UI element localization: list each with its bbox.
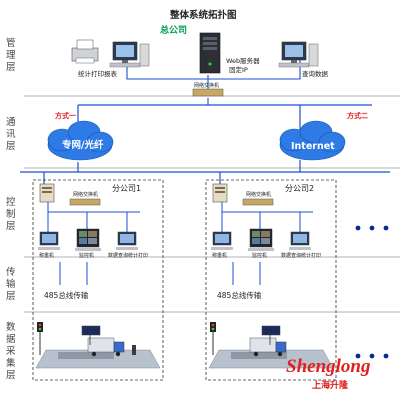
- server-tower-icon: [199, 32, 221, 74]
- hq-print-station: 统计打印报表: [71, 39, 150, 78]
- switch-icon: [192, 88, 224, 97]
- brand-chinese: 上海升隆: [312, 379, 349, 391]
- branch-one-box: [32, 179, 164, 381]
- branch-two-weigh-pc-icon: [211, 231, 233, 250]
- layer-labels: 管 理 层 通讯层 控制层 传输层 数据采集层: [6, 37, 19, 381]
- branch-two-print-label: 数据查询统计打印: [281, 252, 321, 259]
- branch-one: 网络交换机 分公司1 称重机 监控机 数据查询统计打印 485总线传输: [32, 179, 164, 381]
- branch-one-lines: [47, 200, 140, 285]
- more-branches-dots: [355, 225, 389, 359]
- diagram-title: 整体系统拓扑图: [169, 9, 237, 21]
- branch-two-print-pc-icon: [289, 231, 311, 250]
- hq-query-station: 查询数据: [278, 41, 329, 78]
- printer-icon: [71, 39, 99, 64]
- web-server: Web服务器 固定IP: [199, 32, 260, 74]
- layer-transmission-label: 传输层: [6, 266, 16, 302]
- branch-two-server-icon: [212, 183, 228, 203]
- branch-one-name: 分公司1: [112, 184, 141, 193]
- hq-pc-monitor-icon: [109, 41, 150, 68]
- hq-label: 总公司: [160, 24, 187, 36]
- layer-data-collection-label: 数据采集层: [6, 321, 16, 381]
- display-screen-icon: [261, 325, 281, 345]
- branch-one-switch-label: 网络交换机: [73, 191, 98, 198]
- layer-mgmt-c2: 理: [6, 50, 16, 61]
- branch-one-weigh-station: 显示屏: [35, 322, 161, 369]
- branch-one-print-pc-icon: [116, 231, 138, 250]
- branch-one-display-label: 显示屏: [84, 329, 99, 335]
- traffic-light-icon: [210, 322, 216, 355]
- branch-one-monitor-label: 监控机: [79, 252, 94, 259]
- traffic-light-icon: [37, 322, 43, 355]
- private-network-cloud: 专网/光纤: [47, 120, 114, 161]
- branch-two-monitor-label: 监控机: [252, 252, 267, 259]
- branch-two-name: 分公司2: [285, 184, 314, 193]
- cloud-icon: [279, 120, 346, 161]
- branch-two: 网络交换机 分公司2 称重机 监控机 数据查询统计打印 485总线传输: [205, 179, 337, 381]
- branch-two-switch-icon: [242, 198, 274, 206]
- cloud-internet-label: Internet: [291, 141, 335, 152]
- cloud-private-label: 专网/光纤: [62, 139, 104, 151]
- server-label-line2: 固定IP: [229, 65, 248, 74]
- branch-two-weigh-label: 称重机: [212, 252, 227, 259]
- mode-one-label: 方式一: [55, 111, 76, 120]
- branch-two-box: [205, 179, 337, 381]
- cloud-icon: [47, 120, 114, 161]
- layer-control-label: 控制层: [6, 196, 16, 232]
- hq-query-label: 查询数据: [302, 69, 329, 78]
- branch-two-monitor-pc-icon: [248, 228, 274, 251]
- branch-two-switch-label: 网络交换机: [246, 191, 271, 198]
- truck-icon: [249, 337, 287, 357]
- layer-mgmt-c1: 管: [6, 37, 16, 49]
- layer-mgmt-c3: 层: [6, 62, 16, 73]
- brand-latin: Shenglong: [286, 356, 370, 377]
- hq-print-label: 统计打印报表: [78, 69, 118, 78]
- truck-icon: [87, 337, 125, 357]
- backbone-lines: [20, 104, 390, 185]
- hq-switch-label: 网络交换机: [194, 82, 219, 89]
- branch-one-bus-label: 485总线传输: [44, 290, 89, 300]
- branch-one-monitor-pc-icon: [75, 228, 101, 251]
- branch-two-bus-label: 485总线传输: [217, 290, 262, 300]
- branch-one-switch-icon: [69, 198, 101, 206]
- query-pc-icon: [278, 41, 319, 68]
- shenglong-logo: Shenglong 上海升隆: [286, 356, 370, 391]
- hq-switch: 网络交换机: [192, 82, 224, 97]
- branch-two-lines: [221, 200, 313, 285]
- display-screen-icon: [81, 325, 101, 345]
- branch-two-display-label: 显示屏: [264, 329, 279, 335]
- layer-communication-label: 通讯层: [6, 117, 16, 152]
- layer-management-label: 管 理 层: [6, 37, 19, 73]
- branch-one-server-icon: [39, 183, 55, 203]
- branch-one-weigh-pc-icon: [38, 231, 60, 250]
- branch-one-weigh-label: 称重机: [39, 252, 54, 259]
- internet-cloud: Internet: [279, 120, 346, 161]
- mode-two-label: 方式二: [347, 111, 368, 120]
- branch-one-print-label: 数据查询统计打印: [108, 252, 148, 259]
- branch-two-weigh-station: 显示屏: [208, 322, 334, 369]
- server-label-line1: Web服务器: [226, 56, 260, 65]
